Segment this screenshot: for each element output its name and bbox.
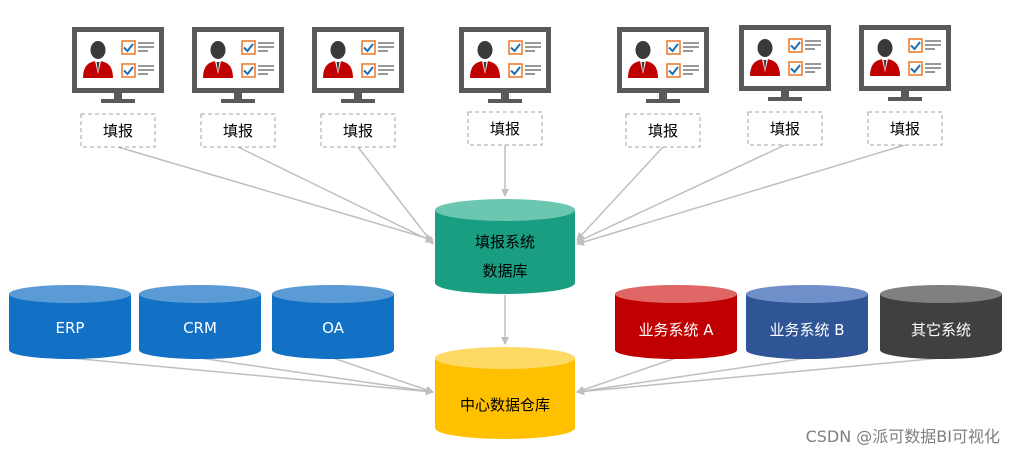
flow-arrow xyxy=(357,146,434,245)
fill-report-box xyxy=(747,111,823,146)
flow-arrow xyxy=(576,357,808,395)
fill-report-box xyxy=(467,111,543,146)
fill-report-label: 填报 xyxy=(490,120,520,138)
source-system-label: ERP xyxy=(56,319,85,337)
fill-report-label: 填报 xyxy=(223,122,253,140)
flow-arrow xyxy=(199,357,434,395)
flow-arrow xyxy=(576,146,664,241)
flow-arrow xyxy=(117,146,434,242)
center-data-warehouse: 中心数据仓库 xyxy=(435,347,575,439)
flow-arrow xyxy=(576,144,786,243)
terminal: 填报 xyxy=(72,27,164,148)
terminal: 填报 xyxy=(739,25,831,146)
terminals-layer: 填报 填报 填报 填报 填报 填报 填报 xyxy=(72,25,951,148)
fill-report-label: 填报 xyxy=(103,122,133,140)
arrows-layer xyxy=(69,144,942,396)
fill-report-box xyxy=(625,113,701,148)
terminal: 填报 xyxy=(859,25,951,146)
business-system-label: 业务系统 B xyxy=(769,321,844,339)
business-system-label: 业务系统 A xyxy=(638,321,714,339)
fill-report-box xyxy=(200,113,276,148)
flow-arrow xyxy=(576,144,906,246)
source-system-database: ERP xyxy=(9,285,131,359)
source-system-label: OA xyxy=(322,319,345,337)
fill-report-label: 填报 xyxy=(890,120,920,138)
monitor-icon xyxy=(739,25,831,101)
flow-arrow xyxy=(576,357,677,394)
flow-arrow xyxy=(237,146,434,243)
business-system-label: 其它系统 xyxy=(911,321,971,339)
flow-arrow xyxy=(576,357,942,396)
source-system-database: CRM xyxy=(139,285,261,359)
fill-report-box xyxy=(867,111,943,146)
monitor-icon xyxy=(459,27,551,103)
business-system-database: 其它系统 xyxy=(880,285,1002,359)
monitor-icon xyxy=(617,27,709,103)
fill-db-label-line1: 填报系统 xyxy=(475,233,535,251)
business-system-database: 业务系统 B xyxy=(746,285,868,359)
monitor-icon xyxy=(312,27,404,103)
watermark: CSDN @派可数据BI可视化 xyxy=(806,427,1000,446)
terminal: 填报 xyxy=(312,27,404,148)
terminal: 填报 xyxy=(459,27,551,146)
fill-report-box xyxy=(80,113,156,148)
terminal: 填报 xyxy=(192,27,284,148)
center-db-label: 中心数据仓库 xyxy=(460,396,550,414)
flow-arrow xyxy=(69,357,434,396)
source-system-database: OA xyxy=(272,285,394,359)
terminal: 填报 xyxy=(617,27,709,148)
monitor-icon xyxy=(72,27,164,103)
fill-report-label: 填报 xyxy=(648,122,678,140)
fill-report-label: 填报 xyxy=(343,122,373,140)
source-system-label: CRM xyxy=(183,319,217,337)
monitor-icon xyxy=(192,27,284,103)
fill-db-label-line2: 数据库 xyxy=(482,262,527,280)
fill-report-label: 填报 xyxy=(770,120,800,138)
fill-report-box xyxy=(320,113,396,148)
monitor-icon xyxy=(859,25,951,101)
business-system-database: 业务系统 A xyxy=(615,285,737,359)
flow-arrow xyxy=(332,357,434,394)
